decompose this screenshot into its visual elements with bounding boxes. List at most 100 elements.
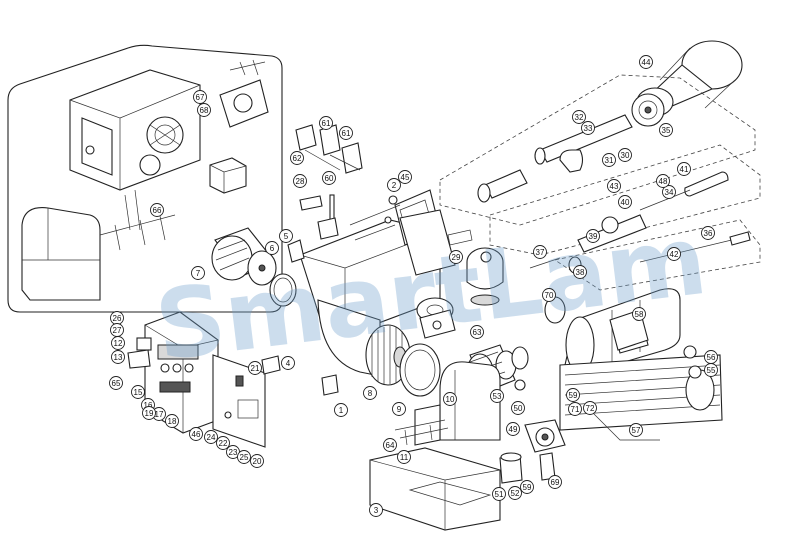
photocell xyxy=(299,195,323,211)
callout-66: 66 xyxy=(150,203,164,217)
callout-circle xyxy=(398,170,412,184)
callout-label: 59 xyxy=(569,391,578,400)
callout-27: 27 xyxy=(110,323,124,337)
callout-circle xyxy=(334,403,348,417)
callout-6: 6 xyxy=(265,241,279,255)
callout-label: 70 xyxy=(545,291,554,300)
callout-label: 2 xyxy=(392,181,397,190)
callout-61: 61 xyxy=(339,126,353,140)
callout-label: 25 xyxy=(240,453,249,462)
callout-label: 57 xyxy=(632,426,641,435)
callout-9: 9 xyxy=(392,402,406,416)
callout-49: 49 xyxy=(506,422,520,436)
callout-2: 2 xyxy=(387,178,401,192)
callout-label: 43 xyxy=(610,182,619,191)
callout-label: 55 xyxy=(707,366,716,375)
callout-8: 8 xyxy=(363,386,377,400)
callout-15: 15 xyxy=(131,385,145,399)
coupling xyxy=(287,239,305,263)
callout-circle xyxy=(204,430,218,444)
callout-46: 46 xyxy=(189,427,203,441)
callout-60: 60 xyxy=(322,171,336,185)
callout-label: 38 xyxy=(576,268,585,277)
callout-59: 59 xyxy=(520,480,534,494)
callout-57: 57 xyxy=(629,423,643,437)
callout-label: 9 xyxy=(397,405,402,414)
callout-label: 64 xyxy=(386,441,395,450)
callout-circle xyxy=(639,55,653,69)
callout-label: 31 xyxy=(605,156,614,165)
callout-circle xyxy=(629,423,643,437)
callout-circle xyxy=(583,401,597,415)
callout-circle xyxy=(542,288,556,302)
callout-circle xyxy=(667,247,681,261)
fan-ring xyxy=(399,343,441,397)
callout-72: 72 xyxy=(583,401,597,415)
callout-5: 5 xyxy=(279,229,293,243)
callout-circle xyxy=(677,162,691,176)
callout-62: 62 xyxy=(290,151,304,165)
callout-label: 13 xyxy=(114,353,123,362)
callout-circle xyxy=(165,414,179,428)
callout-label: 60 xyxy=(325,174,334,183)
callout-circle xyxy=(572,110,586,124)
callout-label: 27 xyxy=(113,326,122,335)
callout-label: 52 xyxy=(511,489,520,498)
screw-small-2 xyxy=(384,216,392,224)
callout-1: 1 xyxy=(334,403,348,417)
callout-label: 69 xyxy=(551,478,560,487)
callout-circle xyxy=(189,427,203,441)
callout-circle xyxy=(618,195,632,209)
callout-label: 39 xyxy=(589,232,598,241)
callout-label: 34 xyxy=(665,188,674,197)
callout-label: 11 xyxy=(400,453,409,462)
callout-label: 61 xyxy=(342,129,351,138)
callout-label: 37 xyxy=(536,248,545,257)
flame-disc xyxy=(631,93,665,127)
callout-label: 72 xyxy=(586,404,595,413)
callout-circle xyxy=(573,265,587,279)
callout-56: 56 xyxy=(704,350,718,364)
callout-24: 24 xyxy=(204,430,218,444)
callout-64: 64 xyxy=(383,438,397,452)
callout-label: 51 xyxy=(495,490,504,499)
callout-label: 32 xyxy=(575,113,584,122)
callout-circle xyxy=(110,323,124,337)
mounting-bracket xyxy=(394,419,449,446)
callout-label: 22 xyxy=(219,439,228,448)
callout-25: 25 xyxy=(237,450,251,464)
callout-circle xyxy=(387,178,401,192)
callout-label: 40 xyxy=(621,198,630,207)
part-callouts: 1234567891011121315161718192021222324252… xyxy=(109,55,718,517)
callout-label: 66 xyxy=(153,206,162,215)
callout-circle xyxy=(248,361,262,375)
callout-52: 52 xyxy=(508,486,522,500)
callout-63: 63 xyxy=(470,325,484,339)
callout-label: 48 xyxy=(659,177,668,186)
cable-clip xyxy=(261,355,281,375)
terminal-block xyxy=(317,217,339,240)
callout-label: 19 xyxy=(145,409,154,418)
callout-43: 43 xyxy=(607,179,621,193)
callout-61: 61 xyxy=(319,116,333,130)
callout-44: 44 xyxy=(639,55,653,69)
control-panel xyxy=(144,311,266,448)
callout-circle xyxy=(704,350,718,364)
callout-label: 36 xyxy=(704,229,713,238)
callout-circle xyxy=(568,402,582,416)
callout-58: 58 xyxy=(632,307,646,321)
callout-circle xyxy=(293,174,307,188)
callout-circle xyxy=(586,229,600,243)
inset-assembly-view xyxy=(7,44,283,313)
callout-circle xyxy=(492,487,506,501)
callout-label: 20 xyxy=(253,457,262,466)
nozzle-holder xyxy=(484,169,528,199)
callout-label: 30 xyxy=(621,151,630,160)
callout-label: 59 xyxy=(523,483,532,492)
callout-label: 15 xyxy=(134,388,143,397)
callout-26: 26 xyxy=(110,311,124,325)
mounting-flange xyxy=(416,297,456,339)
callout-42: 42 xyxy=(667,247,681,261)
callout-circle xyxy=(392,402,406,416)
